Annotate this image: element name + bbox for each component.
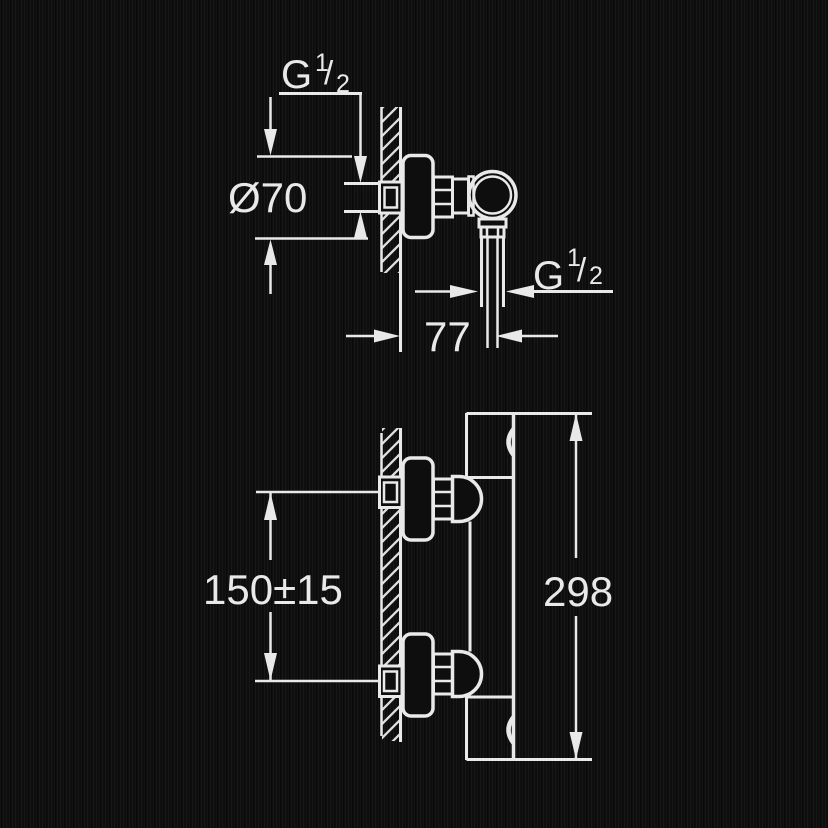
diameter-value: Ø70 [228, 174, 307, 221]
dimension-projection-77: 77 [346, 313, 558, 360]
arrowhead-right [374, 329, 400, 343]
arrowhead-right [450, 285, 478, 298]
wall-section [380, 107, 402, 352]
dimension-escutcheon-diameter: Ø70 [228, 97, 368, 294]
thread-label-numerator: 1 [315, 49, 329, 77]
lower-union-nut [432, 652, 454, 696]
upper-union-nut [432, 477, 454, 521]
nut-body [432, 175, 454, 219]
elevation-view: 150±15 298 [203, 412, 613, 761]
thread-label-slash: / [577, 251, 587, 288]
arrowhead-up [264, 239, 277, 265]
top-view: G 1 / 2 Ø70 G 1 / 2 [228, 49, 613, 360]
thread-label-numerator: 1 [567, 244, 581, 272]
wall-fitting-socket [382, 481, 399, 504]
connection-spacing-value: 150±15 [203, 566, 343, 613]
wall-fitting-socket [383, 186, 399, 209]
upper-escutcheon [401, 456, 435, 542]
arrowhead-down [264, 129, 277, 156]
arrowhead-down [354, 156, 367, 183]
nut-body [432, 477, 454, 521]
thread-label-slash: / [324, 54, 334, 91]
arrowhead-left [506, 285, 534, 298]
lower-escutcheon [401, 632, 435, 718]
arrowhead-up [264, 492, 277, 520]
dimension-total-height: 298 [543, 413, 613, 760]
upper-handle-grip-detail [506, 427, 516, 457]
arrowhead-up [354, 211, 367, 238]
arrowhead-down [569, 732, 583, 760]
thread-label-g: G [281, 53, 312, 97]
arrowhead-up [569, 413, 583, 441]
mixer-body [465, 412, 592, 761]
connector-end-cap [467, 175, 475, 217]
arrowhead-left [496, 329, 522, 343]
valve-body-outer [467, 169, 518, 221]
dimension-connection-spacing: 150±15 [203, 492, 343, 681]
arrowhead-down [264, 653, 277, 681]
outlet [477, 217, 508, 348]
upper-wall-fitting [378, 475, 404, 509]
thread-label-denominator: 2 [589, 262, 603, 290]
outlet-knurl [479, 225, 506, 239]
wall-fitting-socket [382, 670, 399, 693]
total-height-value: 298 [543, 568, 613, 615]
thread-label-g: G [533, 254, 564, 298]
lower-wall-fitting [378, 664, 404, 698]
lower-handle-grip-detail [506, 715, 516, 745]
nut-body [432, 652, 454, 696]
supply-pipe [344, 180, 404, 215]
dimension-outlet-thread: G 1 / 2 [415, 244, 613, 298]
dimension-wall-thread: G 1 / 2 [279, 49, 367, 238]
lower-inlet-cone [450, 649, 484, 699]
thread-label-denominator: 2 [336, 70, 350, 98]
union-nut [432, 175, 454, 219]
upper-inlet-cone [450, 474, 484, 524]
escutcheon [401, 153, 435, 240]
connector [451, 177, 470, 215]
projection-value: 77 [424, 313, 471, 360]
